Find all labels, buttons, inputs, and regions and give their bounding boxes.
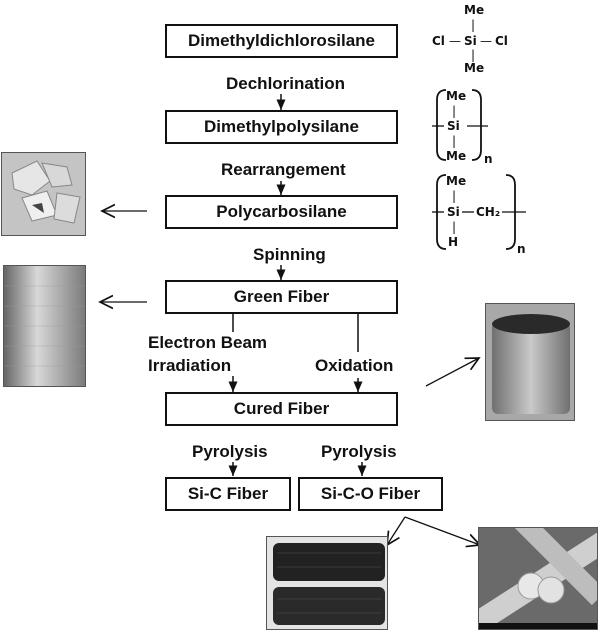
- formula-me: Me: [446, 174, 467, 188]
- crystal-chunks-image: [2, 153, 85, 235]
- formula-cl-left: Cl: [432, 34, 445, 48]
- formula-n: n: [484, 152, 493, 166]
- formula-cl-right: Cl: [495, 34, 508, 48]
- label-dechlorination: Dechlorination: [226, 74, 346, 93]
- box-sico-fiber: Si-C-O Fiber: [298, 477, 443, 511]
- arrow-to-spools-photo: [387, 516, 406, 545]
- formula-me-bottom: Me: [446, 149, 467, 163]
- sico-spools-photo: [266, 536, 388, 630]
- formula-h: H: [448, 235, 459, 249]
- formula-brackets: [432, 174, 526, 250]
- sem-fiber-photo: [478, 527, 598, 630]
- box-dimethylpolysilane: Dimethylpolysilane: [165, 110, 398, 144]
- green-fiber-photo: [3, 265, 86, 387]
- bond-vertical: |: [452, 220, 457, 234]
- arrow-to-cured-fiber-photo: [425, 358, 479, 387]
- bond-vertical: |: [452, 134, 457, 148]
- box-cured-fiber: Cured Fiber: [165, 392, 398, 426]
- formula-brackets: [432, 89, 488, 161]
- label-pyrolysis-left: Pyrolysis: [192, 442, 268, 461]
- bond-vertical: |: [471, 18, 476, 32]
- fiber-spool-image: [486, 304, 574, 420]
- formula-ch2: CH₂: [476, 205, 501, 219]
- box-polycarbosilane: Polycarbosilane: [165, 195, 398, 229]
- box-sic-fiber: Si-C Fiber: [165, 477, 291, 511]
- box-green-fiber: Green Fiber: [165, 280, 398, 314]
- label-pyrolysis-right: Pyrolysis: [321, 442, 397, 461]
- formula-si: Si: [447, 119, 460, 133]
- formula-me: Me: [446, 89, 467, 103]
- formula-si: Si: [464, 34, 477, 48]
- formula-me-top: Me: [464, 3, 485, 17]
- cured-fiber-photo: [485, 303, 575, 421]
- polycarbosilane-photo: [1, 152, 86, 236]
- arrow-to-sem-photo: [404, 516, 480, 545]
- sem-micrograph-image: [479, 528, 597, 629]
- bond-horizontal: —: [480, 34, 492, 48]
- formula-me-bottom: Me: [464, 61, 485, 75]
- bond-vertical: |: [471, 48, 476, 62]
- label-oxidation: Oxidation: [315, 356, 394, 375]
- formula-si: Si: [447, 205, 460, 219]
- label-irradiation: Irradiation: [148, 356, 232, 375]
- bond-horizontal: —: [449, 34, 461, 48]
- bond-vertical: |: [452, 189, 457, 203]
- label-electron-beam: Electron Beam: [148, 333, 268, 352]
- box-dimethyldichlorosilane: Dimethyldichlorosilane: [165, 24, 398, 58]
- label-spinning: Spinning: [253, 245, 326, 264]
- formula-n: n: [517, 242, 526, 256]
- black-spools-image: [267, 537, 387, 629]
- label-rearrangement: Rearrangement: [221, 160, 346, 179]
- fiber-spool-image: [4, 266, 85, 386]
- bond-vertical: |: [452, 104, 457, 118]
